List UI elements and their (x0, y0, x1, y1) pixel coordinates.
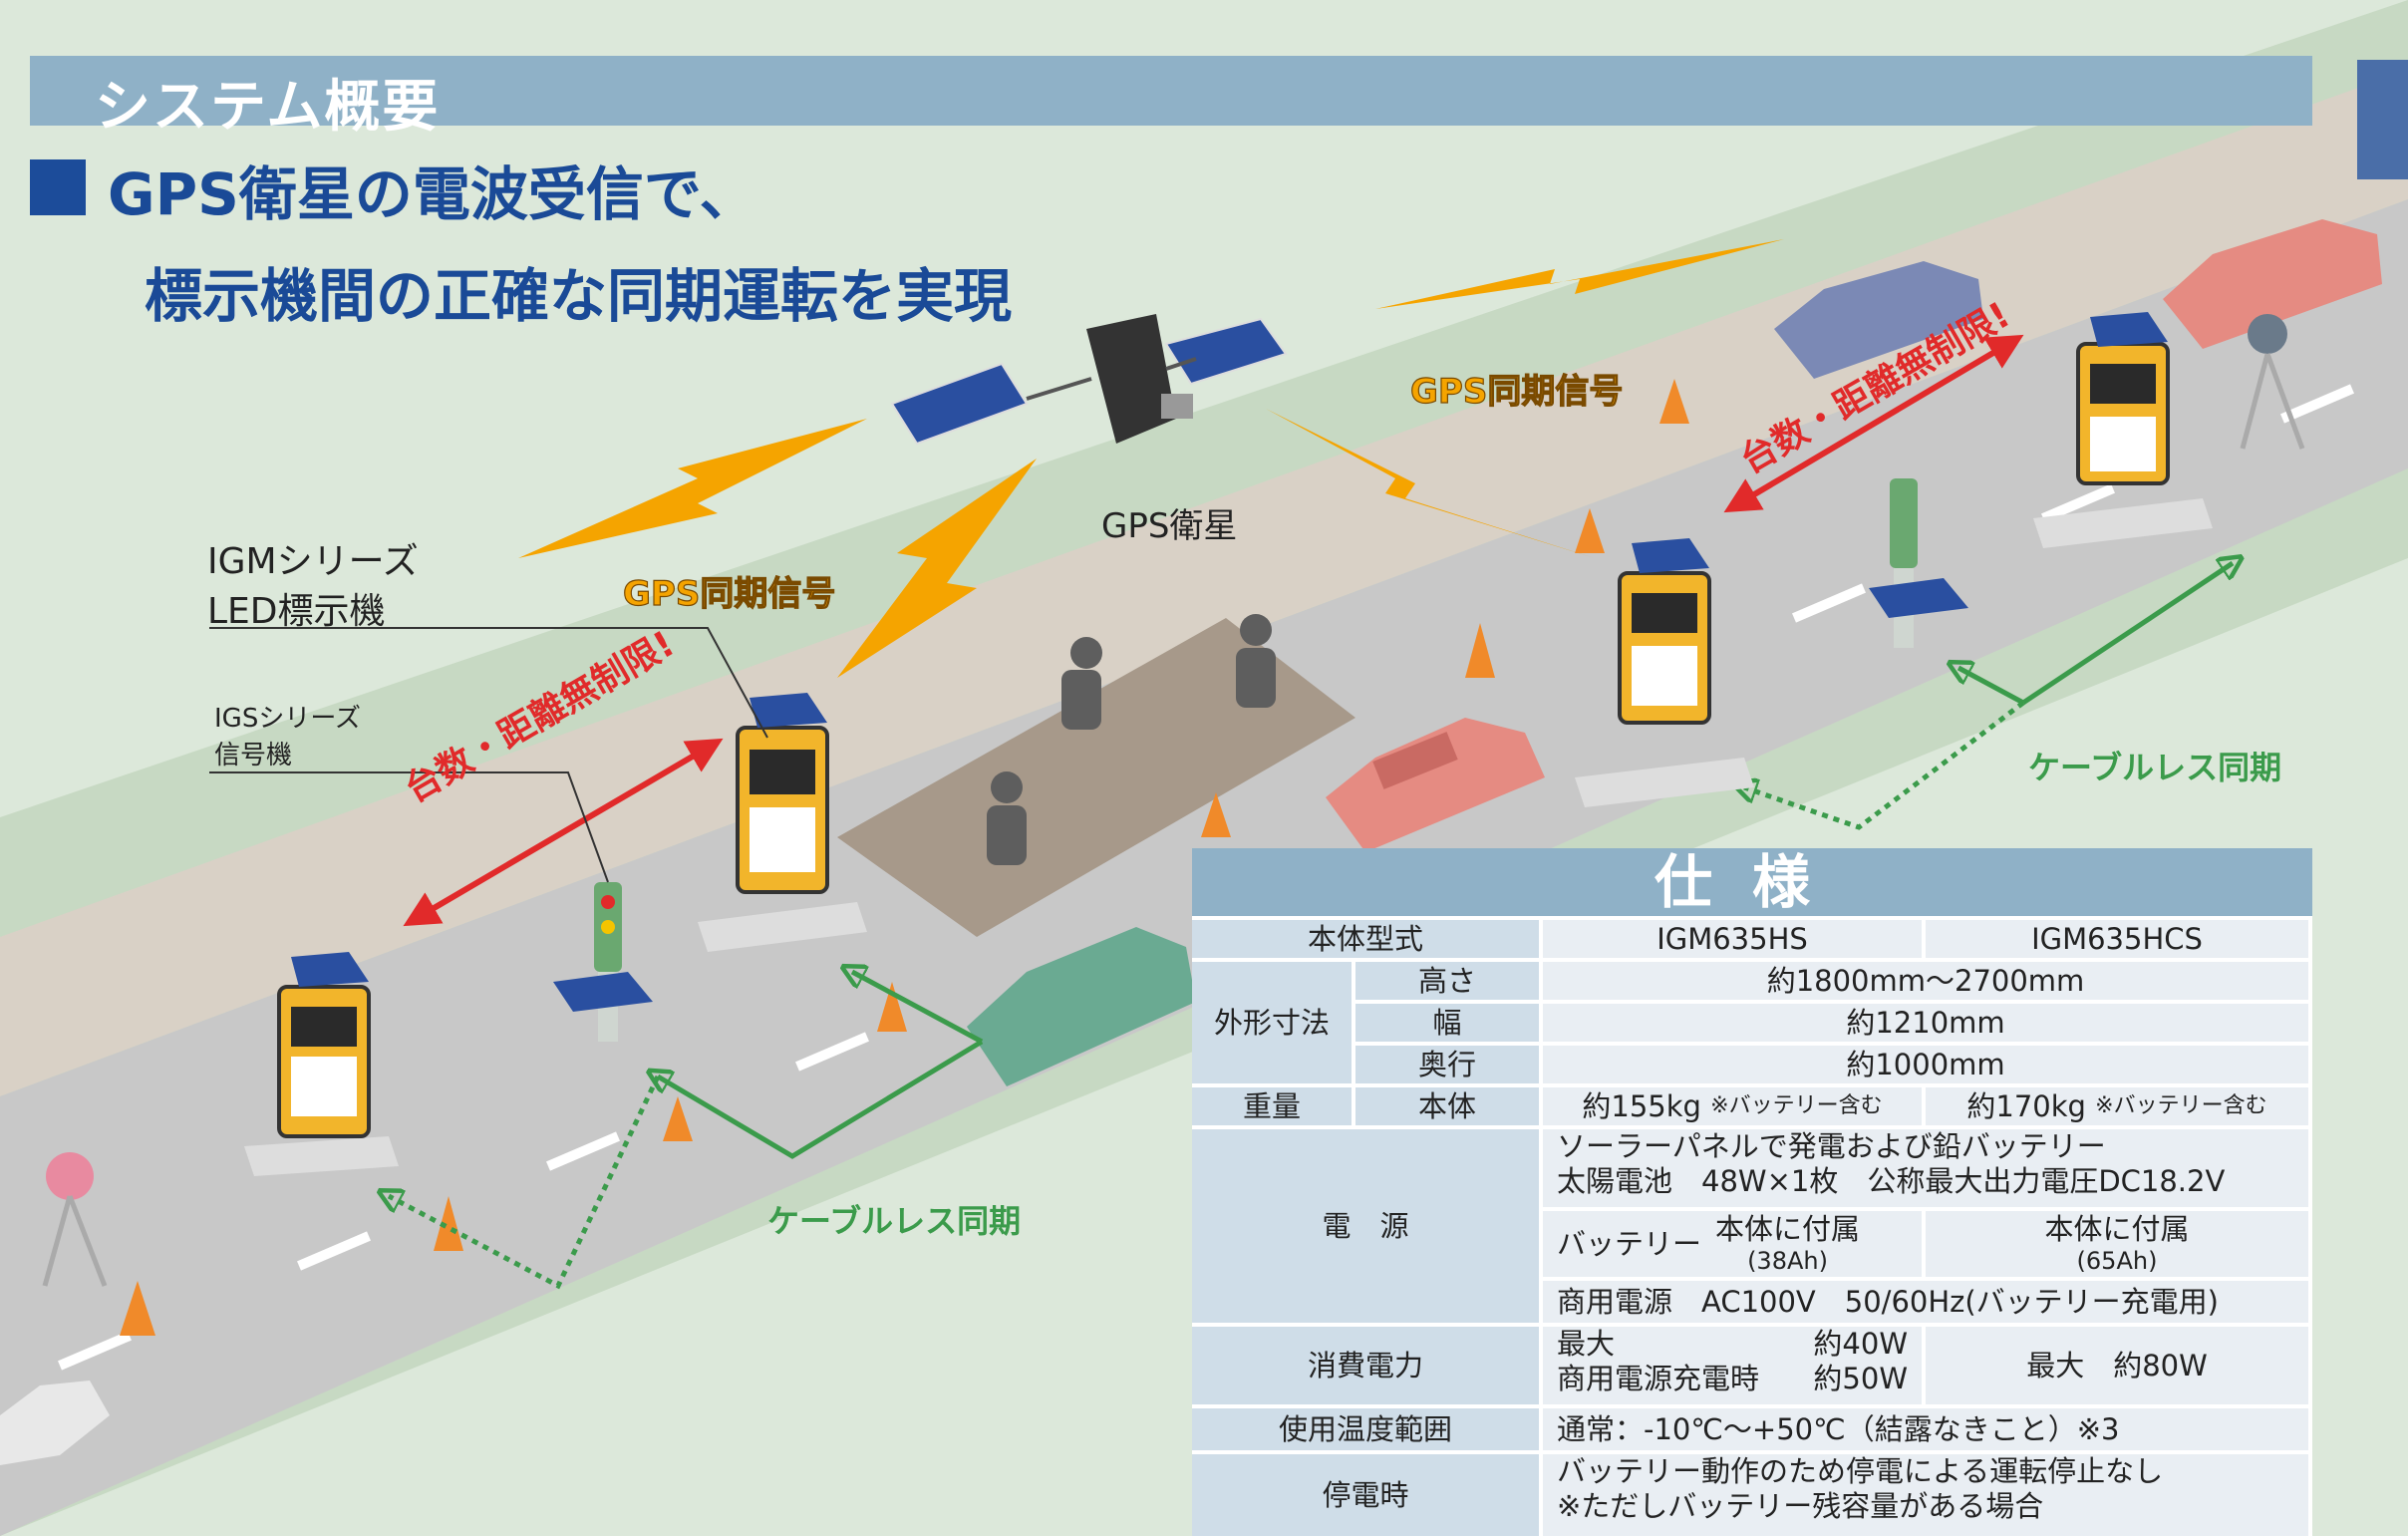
spec-depth-value: 約1000mm (1543, 1046, 2308, 1083)
unlimited-arrow-right (1723, 334, 2024, 513)
spec-weight-a-note: ※バッテリー含む (1710, 1092, 1883, 1118)
car-green (967, 927, 1196, 1086)
traffic-cones (120, 379, 1689, 1336)
spec-battery-b: 本体に付属 (65Ah) (1926, 1211, 2308, 1277)
spec-outage-line-1: バッテリー動作のため停電による運転停止なし (1557, 1454, 2164, 1488)
igs-series-label-line-2: 信号機 (214, 741, 293, 770)
cableless-path-left-3 (389, 1075, 661, 1290)
gps-signal-bolts (518, 239, 1784, 678)
car-red-upper (2163, 219, 2382, 349)
spec-consumption-a-charge-label: 商用電源充電時 (1557, 1361, 1760, 1395)
satellite-label: GPS衛星 (1101, 506, 1238, 546)
spec-power-line-1: ソーラーパネルで発電および鉛バッテリー (1557, 1129, 2106, 1163)
cableless-path-left-1 (658, 1039, 984, 1159)
spec-outage-label: 停電時 (1192, 1454, 1539, 1536)
headline-bullet-square (30, 159, 86, 215)
spec-battery-label: バッテリー (1557, 1226, 1702, 1261)
leader-line-igs (209, 771, 609, 883)
headline-line-2: 標示機間の正確な同期運転を実現 (145, 262, 1013, 330)
gps-signal-label-left: GPS同期信号 (622, 573, 836, 614)
spec-weight-label: 重量 (1192, 1087, 1352, 1125)
car-white-bottom (0, 1381, 110, 1465)
spec-temperature-label: 使用温度範囲 (1192, 1408, 1539, 1450)
spec-battery-b-capacity: (65Ah) (2076, 1247, 2158, 1275)
spec-temperature-value: 通常：-10℃〜+50℃（結露なきこと）※3 (1543, 1408, 2308, 1450)
spec-weight-b-value: 約170kg (1966, 1088, 2086, 1123)
spec-consumption-b: 最大 約80W (1926, 1327, 2308, 1404)
spec-outage-value: バッテリー動作のため停電による運転停止なし ※ただしバッテリー残容量がある場合 (1543, 1454, 2308, 1536)
spec-consumption-label: 消費電力 (1192, 1327, 1539, 1404)
spec-consumption-a-charge-value: 約50W (1813, 1361, 1908, 1395)
section-title: システム概要 (95, 75, 441, 140)
spec-power-description: ソーラーパネルで発電および鉛バッテリー 太陽電池 48W×1枚 公称最大出力電圧… (1543, 1129, 2308, 1207)
lane-markings (58, 384, 2354, 1371)
gps-satellite-icon (890, 314, 1288, 446)
cableless-label-left: ケーブルレス同期 (767, 1202, 1022, 1240)
section-header-bar (30, 56, 2312, 126)
cableless-label-right: ケーブルレス同期 (2028, 749, 2282, 786)
spec-weight-b-note: ※バッテリー含む (2095, 1092, 2267, 1118)
car-red-lower (1326, 718, 1545, 852)
unlimited-arrow-left (403, 738, 724, 927)
bus-blue (2357, 60, 2408, 179)
spec-model-b: IGM635HCS (1926, 920, 2308, 958)
spec-width-label: 幅 (1355, 1004, 1539, 1042)
warning-light-right (2240, 314, 2305, 450)
cableless-path-right-1 (2021, 563, 2233, 706)
spec-depth-label: 奥行 (1355, 1046, 1539, 1083)
spec-battery-b-text: 本体に付属 (2044, 1212, 2190, 1247)
spec-consumption-a: 最大 約40W 商用電源充電時 約50W (1543, 1327, 1922, 1404)
spec-dimensions-label: 外形寸法 (1192, 962, 1352, 1083)
igs-traffic-signal-2 (1869, 478, 1968, 648)
spec-commercial-power: 商用電源 AC100V 50/60Hz(バッテリー充電用) (1543, 1281, 2308, 1323)
spec-weight-a: 約155kg ※バッテリー含む (1543, 1087, 1922, 1125)
led-sign-board-1 (244, 952, 399, 1176)
spec-battery-a-text: 本体に付属 (1715, 1212, 1861, 1247)
spec-body-label: 本体 (1355, 1087, 1539, 1125)
spec-weight-a-value: 約155kg (1582, 1088, 1701, 1123)
cableless-path-right-2 (1958, 668, 2025, 706)
spec-height-value: 約1800mm〜2700mm (1543, 962, 2308, 1000)
spec-battery-a: バッテリー 本体に付属 (38Ah) (1543, 1211, 1922, 1277)
led-sign-board-2 (698, 693, 867, 952)
gps-signal-label-right: GPS同期信号 (1409, 371, 1624, 412)
leader-line-igm (209, 627, 768, 739)
spec-width-value: 約1210mm (1543, 1004, 2308, 1042)
headline-line-1: GPS衛星の電波受信で、 (108, 160, 757, 228)
igm-series-label-line-1: IGMシリーズ (207, 541, 419, 582)
cableless-path-right-3 (1744, 701, 2025, 830)
spec-consumption-a-max-value: 約40W (1813, 1327, 1908, 1361)
spec-outage-line-2: ※ただしバッテリー残容量がある場合 (1557, 1488, 2044, 1523)
igm-series-label-line-2: LED標示機 (207, 591, 386, 632)
igs-traffic-signal-1 (553, 882, 653, 1042)
spec-power-label: 電 源 (1192, 1129, 1539, 1323)
worker-icons (987, 614, 1276, 865)
spec-title: 仕様 (1192, 848, 2312, 916)
spec-model-label: 本体型式 (1192, 920, 1539, 958)
spec-height-label: 高さ (1355, 962, 1539, 1000)
igs-series-label-line-1: IGSシリーズ (214, 704, 362, 734)
warning-light-left (42, 1152, 108, 1287)
spec-table: 仕様 本体型式 IGM635HS IGM635HCS 外形寸法 高さ 約1800… (1192, 848, 2312, 1536)
spec-consumption-a-max-label: 最大 (1557, 1327, 1616, 1361)
led-sign-board-3 (1575, 538, 1754, 807)
construction-area (837, 618, 1355, 937)
spec-weight-b: 約170kg ※バッテリー含む (1926, 1087, 2308, 1125)
spec-model-a: IGM635HS (1543, 920, 1922, 958)
cableless-path-left-2 (852, 972, 984, 1045)
spec-power-line-2: 太陽電池 48W×1枚 公称最大出力電圧DC18.2V (1557, 1163, 2226, 1198)
spec-battery-a-capacity: (38Ah) (1747, 1247, 1828, 1275)
led-sign-board-4 (2033, 312, 2213, 548)
